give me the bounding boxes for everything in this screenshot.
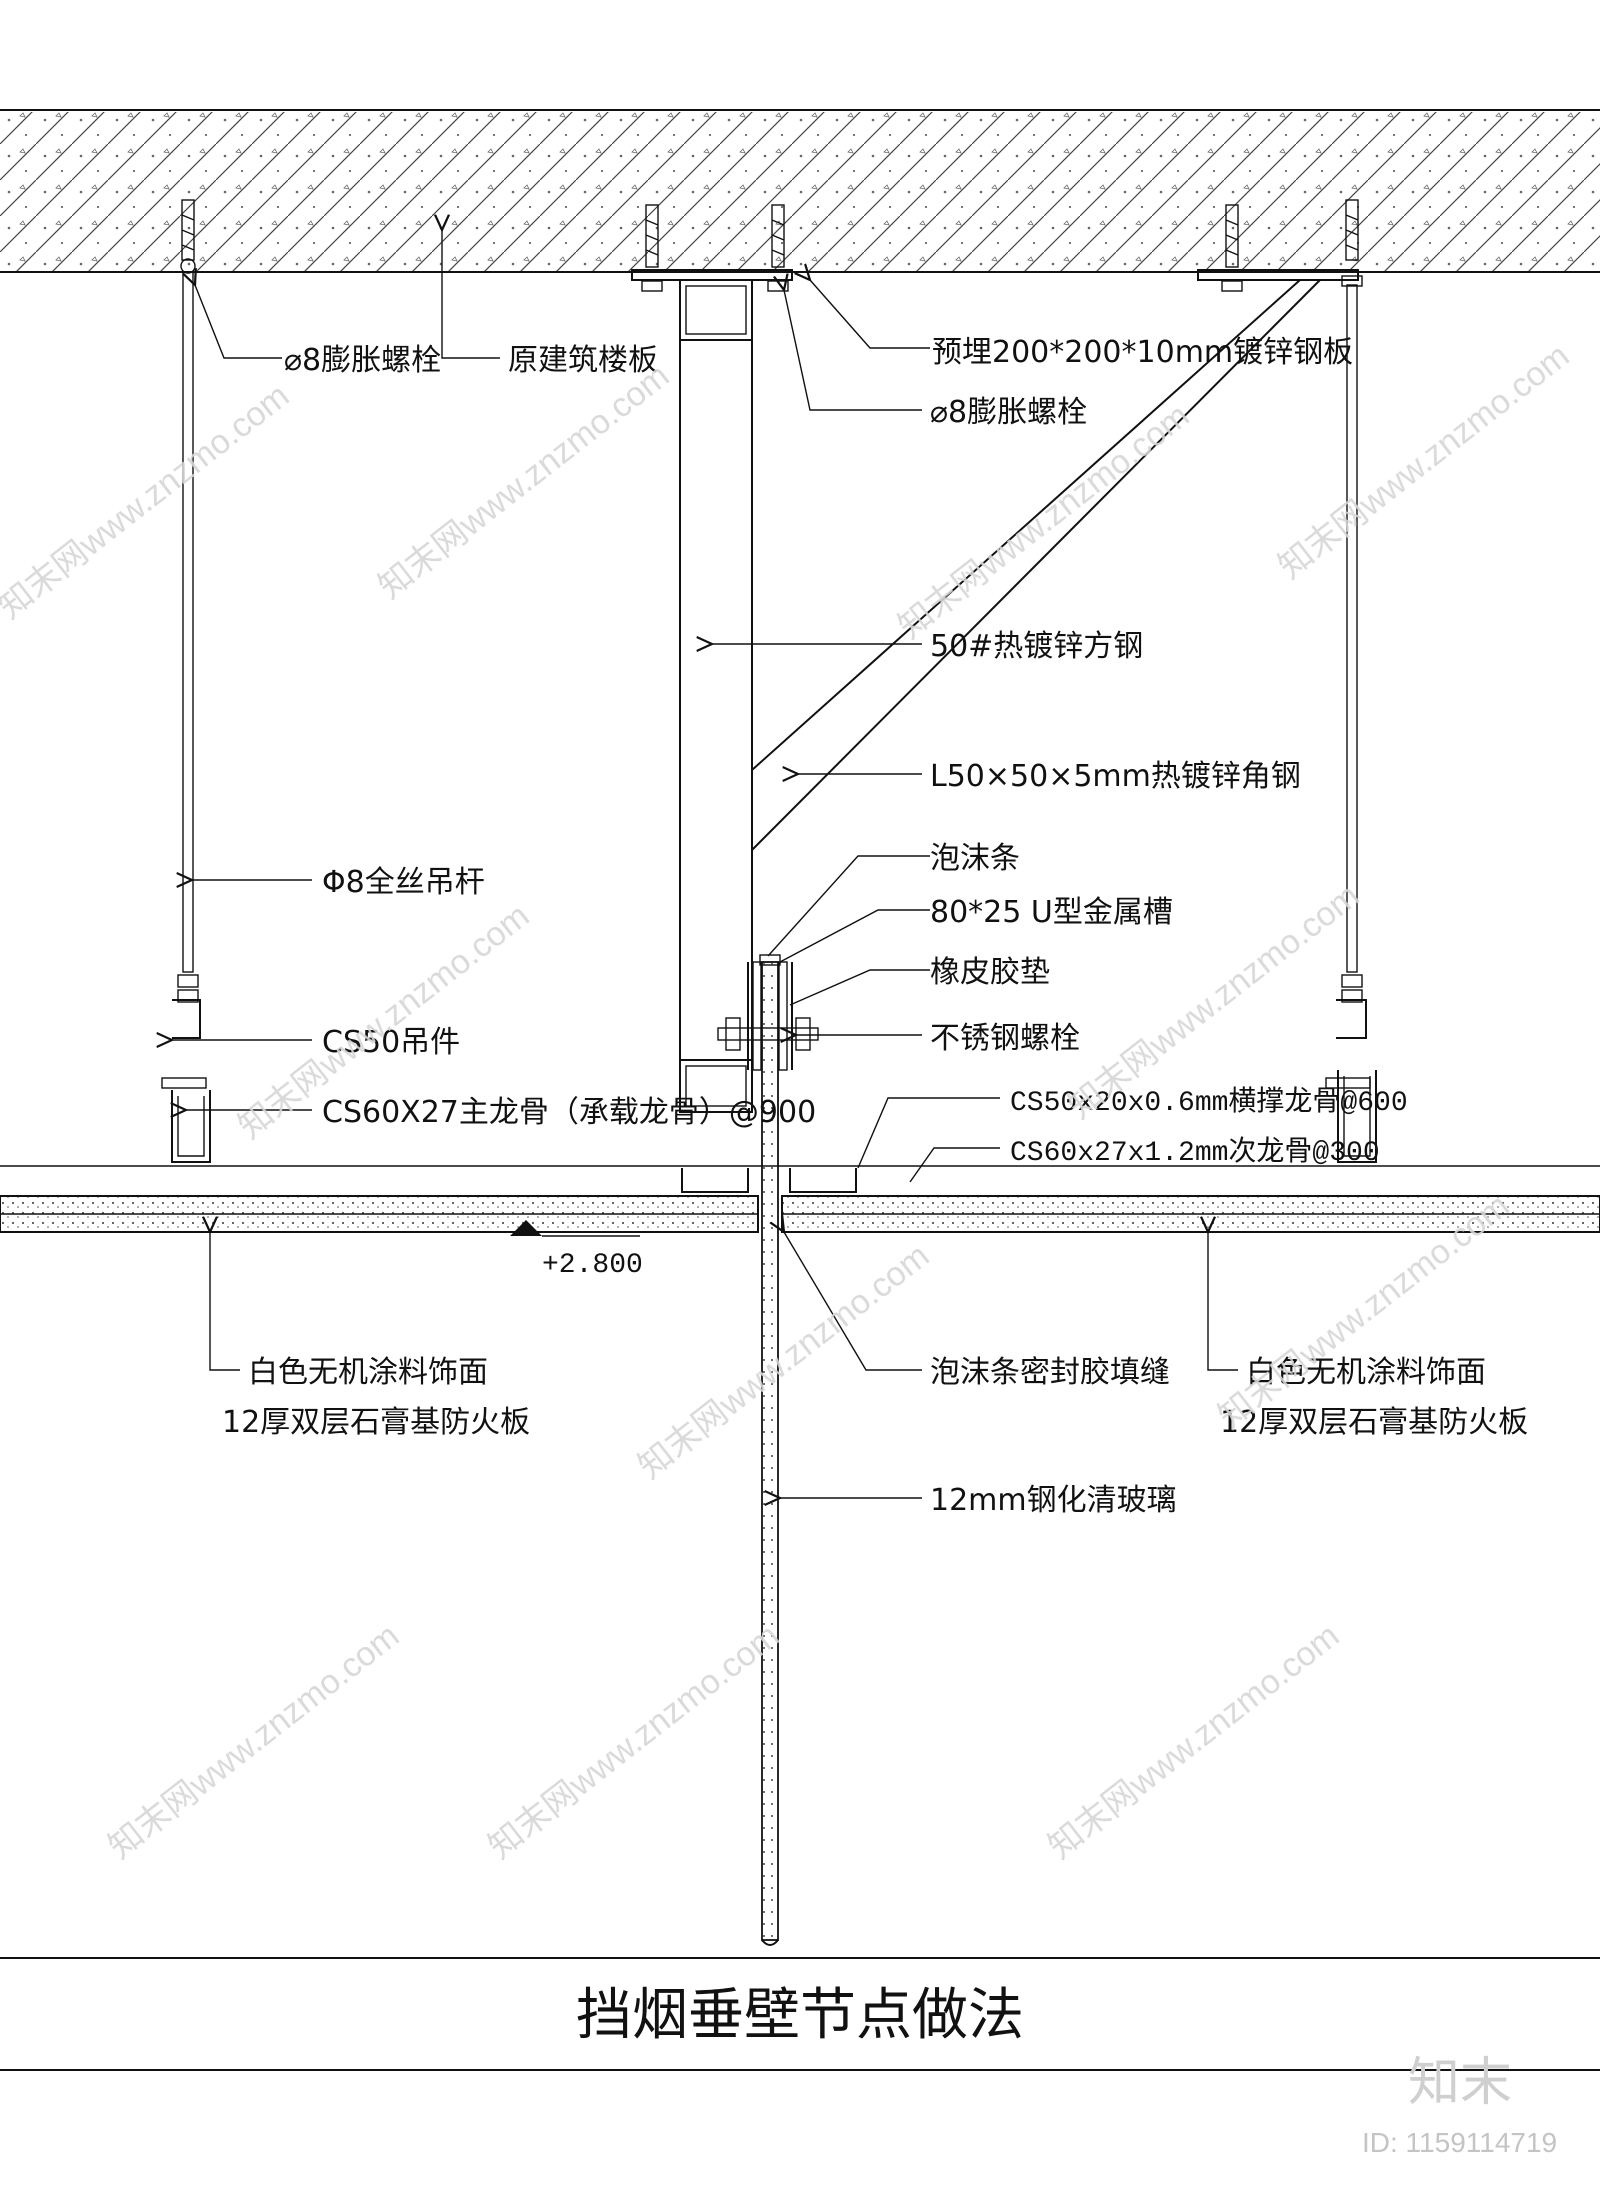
label-finish-left-2: 12厚双层石膏基防火板 <box>222 1405 530 1440</box>
label-cross-keel: CS50x20x0.6mm横撑龙骨@600 <box>1010 1085 1408 1119</box>
label-finish-right-1: 白色无机涂料饰面 <box>1246 1355 1486 1390</box>
label-glass: 12mm钢化清玻璃 <box>930 1483 1177 1518</box>
watermark-1: 知末网www.znzmo.com <box>0 377 296 627</box>
label-u-channel: 80*25 U型金属槽 <box>930 895 1173 930</box>
watermark-3: 知末网www.znzmo.com <box>892 397 1197 647</box>
u-channel-assembly <box>717 954 819 1071</box>
gypsum-boards <box>0 1195 1600 1233</box>
label-embed-plate: 预埋200*200*10mm镀锌钢板 <box>932 335 1353 370</box>
anchor-bolt-right-2 <box>1341 199 1363 287</box>
label-main-keel: CS60X27主龙骨（承载龙骨）@900 <box>322 1095 816 1130</box>
label-bolt-left: ⌀8膨胀螺栓 <box>284 343 441 378</box>
label-foam-strip: 泡沫条 <box>930 841 1020 876</box>
label-finish-right-2: 12厚双层石膏基防火板 <box>1220 1405 1528 1440</box>
cs50-hangers <box>161 999 1377 1163</box>
watermark-10: 知末网www.znzmo.com <box>1042 1617 1347 1867</box>
watermark-8: 知末网www.znzmo.com <box>102 1617 407 1867</box>
rod-nut-left <box>177 974 199 1003</box>
rod-nut-right <box>1341 974 1363 1003</box>
leader-lines <box>172 230 1238 1498</box>
elevation-marker: +2.800 <box>510 1220 643 1281</box>
ceiling-keels <box>0 1165 1600 1193</box>
label-bolt-center: ⌀8膨胀螺栓 <box>930 395 1087 430</box>
label-ss-bolt: 不锈钢螺栓 <box>930 1021 1080 1056</box>
angle-steel-brace <box>751 279 1321 851</box>
hanger-rods <box>177 271 1363 1003</box>
square-steel-tube <box>679 279 753 1113</box>
label-slab: 原建筑楼板 <box>508 343 658 378</box>
drawing-title: 挡烟垂壁节点做法 <box>576 1983 1024 2048</box>
elevation-text: +2.800 <box>542 1250 643 1281</box>
label-hanger: CS50吊件 <box>322 1025 460 1060</box>
anchor-bolt-right-1 <box>1221 204 1243 292</box>
watermark-9: 知末网www.znzmo.com <box>482 1617 787 1867</box>
main-keel-right <box>1325 1070 1377 1163</box>
label-sealant: 泡沫条密封胶填缝 <box>930 1355 1170 1390</box>
label-finish-left-1: 白色无机涂料饰面 <box>248 1355 488 1390</box>
anchor-bolt-center-1 <box>641 204 663 292</box>
label-angle-steel: L50×50×5mm热镀锌角钢 <box>930 759 1301 794</box>
watermark-2: 知末网www.znzmo.com <box>372 357 677 607</box>
tempered-glass <box>761 961 779 1946</box>
brand-logo: 知末 <box>1408 2053 1512 2113</box>
drawing-frame <box>0 109 1600 2071</box>
annotations: ⌀8膨胀螺栓 原建筑楼板 预埋200*200*10mm镀锌钢板 ⌀8膨胀螺栓 5… <box>222 335 1528 1518</box>
image-id: ID: 1159114719 <box>1362 2127 1557 2158</box>
watermark-6: 知末网www.znzmo.com <box>632 1237 937 1487</box>
label-sub-keel: CS60x27x1.2mm次龙骨@300 <box>1010 1135 1380 1169</box>
label-square-steel: 50#热镀锌方钢 <box>930 629 1143 664</box>
concrete-slab <box>0 112 1600 273</box>
label-hanger-rod: Φ8全丝吊杆 <box>322 865 485 900</box>
watermark-4: 知末网www.znzmo.com <box>1272 337 1577 587</box>
main-keel-left <box>161 1077 211 1163</box>
label-rubber-pad: 橡皮胶垫 <box>930 955 1050 990</box>
